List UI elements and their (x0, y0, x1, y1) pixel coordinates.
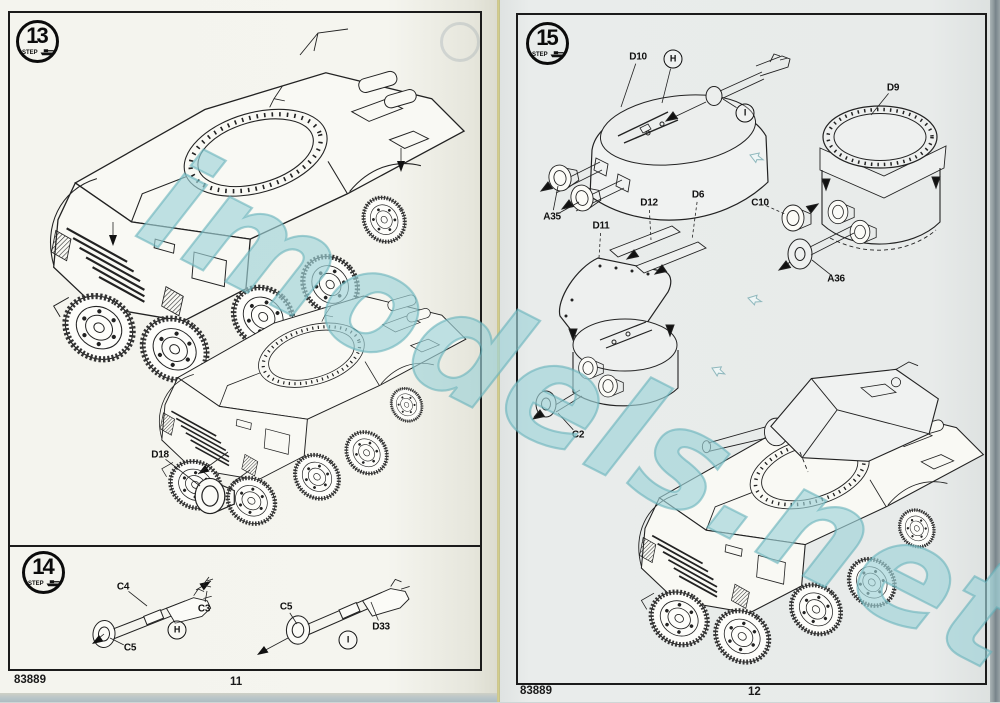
part-label: D10 (629, 51, 647, 63)
page-number-left: 11 (230, 676, 243, 688)
part-label: A35 (543, 211, 561, 223)
step-number: 15 (536, 25, 558, 50)
step-15-badge: 15 STEP (526, 22, 569, 65)
callout-letter: I (338, 630, 358, 650)
step-13-badge: 13 STEP (16, 20, 59, 63)
callout-letter: I (735, 103, 755, 123)
step-number: 13 (26, 23, 48, 48)
part-label: C5 (123, 642, 137, 654)
part-label: D11 (592, 220, 610, 232)
step14-panel-divider (8, 545, 480, 547)
page-number-right: 12 (748, 686, 761, 698)
callout-letter: H (167, 620, 187, 640)
part-label: C5 (279, 601, 293, 613)
page-gutter (497, 0, 500, 702)
part-label: A36 (827, 273, 845, 285)
part-label: D33 (372, 621, 390, 633)
part-label: D6 (691, 189, 705, 201)
scan-right-edge (990, 0, 1000, 702)
step-word: STEP (532, 52, 548, 58)
tank-icon (550, 51, 564, 58)
part-label: C4 (116, 581, 130, 593)
step15-d9-assembly (746, 105, 947, 307)
part-label: C2 (571, 429, 585, 441)
part-label: C3 (197, 603, 211, 615)
left-page-frame (8, 11, 482, 671)
part-label: D9 (886, 82, 900, 94)
part-label: C10 (751, 197, 769, 209)
kit-number-left: 83889 (14, 674, 46, 686)
step-word: STEP (28, 581, 44, 587)
part-label: D18 (151, 449, 169, 461)
step-number: 14 (32, 554, 54, 579)
step15-turret-assembly (539, 53, 791, 221)
step-word: STEP (22, 50, 38, 56)
right-page-frame (516, 13, 987, 685)
tank-icon (46, 580, 60, 587)
step15-vehicle (639, 361, 984, 673)
kit-number-right: 83889 (520, 685, 552, 697)
step14-gun-assembly-right (257, 573, 411, 655)
step-14-badge: 14 STEP (22, 551, 65, 594)
step14-gun-assembly-left (91, 576, 214, 658)
step13-vehicle-lower (159, 294, 465, 533)
bleed-through-ghost (440, 22, 480, 62)
step13-vehicle-upper (51, 28, 465, 393)
step15-shield-assembly (531, 225, 728, 420)
part-label: D12 (640, 197, 658, 209)
tank-icon (40, 49, 54, 56)
scan-bottom-edge (0, 693, 497, 702)
callout-letter: H (663, 49, 683, 69)
